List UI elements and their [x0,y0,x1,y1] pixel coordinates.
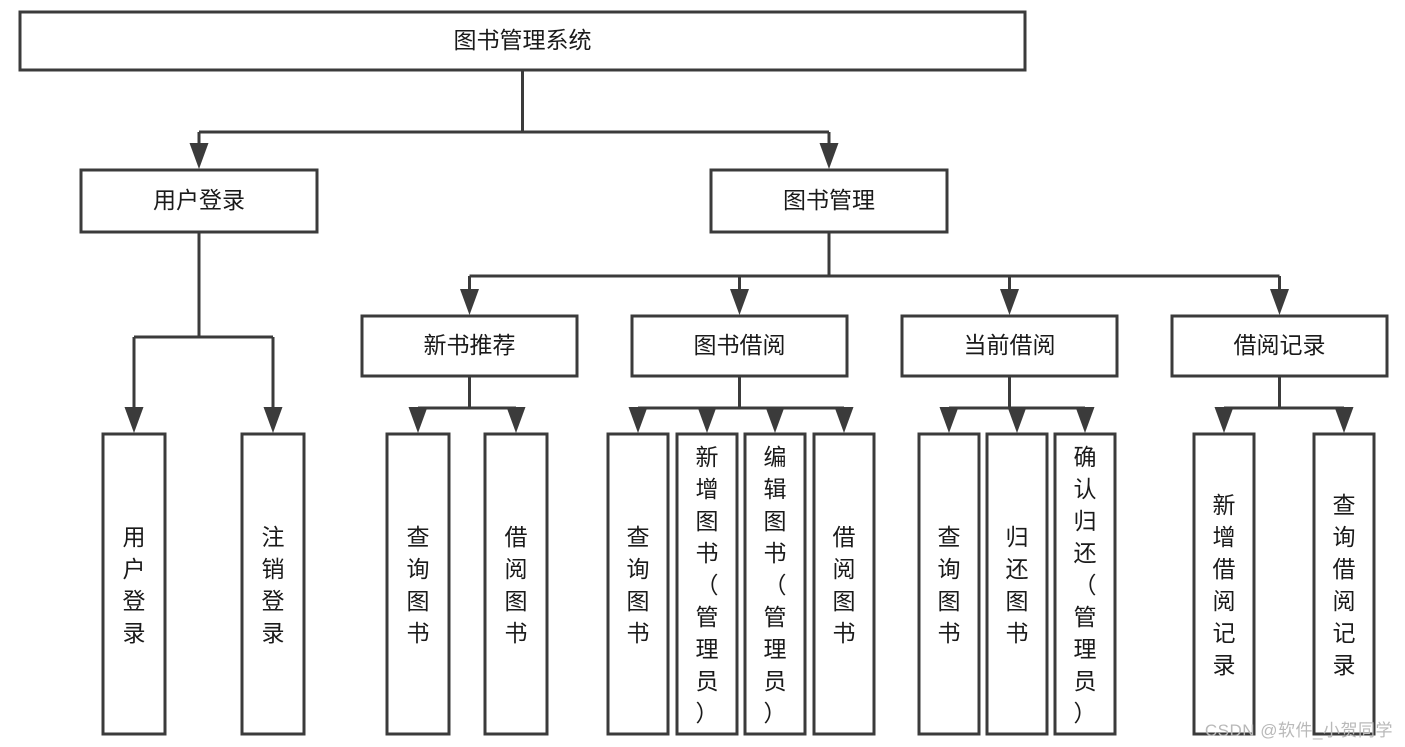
node-box [240,432,306,736]
node-box [360,314,579,378]
node-box [385,432,451,736]
arrow-head-icon [1214,407,1234,433]
node-label: 借阅记录 [1234,332,1326,358]
node-leaf-borrow-book-1[interactable]: 借阅图书 [483,432,549,736]
edge-group-borrow-record [1214,376,1354,433]
edge-group-book-borrow [628,376,854,433]
node-box [900,314,1119,378]
node-label: 注销登录 [262,524,285,646]
node-leaf-confirm-return[interactable]: 确认归还（管理员） [1053,432,1117,736]
node-box [606,432,670,736]
nodes-layer: 图书管理系统用户登录图书管理新书推荐图书借阅当前借阅借阅记录用户登录注销登录查询… [18,10,1389,736]
node-leaf-logout[interactable]: 注销登录 [240,432,306,736]
arrow-head-icon [408,407,428,433]
node-label: 新增借阅记录 [1213,492,1236,678]
arrow-head-icon [628,407,648,433]
arrow-head-icon [1075,407,1095,433]
node-label: 新增图书（管理员） [696,444,719,726]
node-box [675,432,739,736]
node-leaf-add-record[interactable]: 新增借阅记录 [1192,432,1256,736]
node-book-borrow[interactable]: 图书借阅 [630,314,849,378]
arrow-head-icon [730,289,749,315]
node-book-manage[interactable]: 图书管理 [709,168,949,234]
node-box [985,432,1049,736]
node-box [917,432,981,736]
edge-group-book-manage [460,232,1289,315]
arrow-head-icon [506,407,526,433]
node-leaf-return-book[interactable]: 归还图书 [985,432,1049,736]
arrow-head-icon [834,407,854,433]
node-leaf-add-book[interactable]: 新增图书（管理员） [675,432,739,736]
edge-group-user-login [124,232,283,433]
arrow-head-icon [939,407,959,433]
node-label: 查询借阅记录 [1333,492,1356,678]
node-label: 编辑图书（管理员） [764,444,787,726]
node-label: 图书管理 [783,187,875,213]
node-box [79,168,319,234]
edge-group-current-borrow [939,376,1095,433]
node-label: 用户登录 [153,187,245,213]
arrow-head-icon [765,407,785,433]
node-leaf-query-book-1[interactable]: 查询图书 [385,432,451,736]
node-leaf-user-login[interactable]: 用户登录 [101,432,167,736]
node-leaf-borrow-book-2[interactable]: 借阅图书 [812,432,876,736]
arrow-head-icon [1334,407,1354,433]
node-user-login[interactable]: 用户登录 [79,168,319,234]
node-box [709,168,949,234]
edges-layer [124,70,1354,433]
node-label: 用户登录 [123,524,146,646]
node-box [743,432,807,736]
node-box [1312,432,1376,736]
arrow-head-icon [189,143,209,169]
node-label: 图书管理系统 [454,27,592,53]
node-label: 确认归还（管理员） [1074,444,1097,726]
node-leaf-query-book-3[interactable]: 查询图书 [917,432,981,736]
node-box [483,432,549,736]
node-label: 查询图书 [627,524,650,646]
edge-group-root [189,70,839,169]
node-box [101,432,167,736]
node-label: 查询图书 [407,524,430,646]
node-label: 借阅图书 [833,524,856,646]
node-box [812,432,876,736]
arrow-head-icon [460,289,479,315]
node-new-book-recommend[interactable]: 新书推荐 [360,314,579,378]
node-label: 图书借阅 [694,332,786,358]
node-label: 当前借阅 [964,332,1056,358]
node-current-borrow[interactable]: 当前借阅 [900,314,1119,378]
node-leaf-query-book-2[interactable]: 查询图书 [606,432,670,736]
arrow-head-icon [263,407,283,433]
node-label: 新书推荐 [424,332,516,358]
node-box [1192,432,1256,736]
node-label: 借阅图书 [505,524,528,646]
node-box [1170,314,1389,378]
arrow-head-icon [1000,289,1019,315]
node-leaf-query-record[interactable]: 查询借阅记录 [1312,432,1376,736]
watermark-text: CSDN @软件_小贺同学 [1204,721,1393,740]
arrow-head-icon [1270,289,1289,315]
node-box [630,314,849,378]
arrow-head-icon [819,143,839,169]
node-label: 查询图书 [938,524,961,646]
arrow-head-icon [124,407,144,433]
node-box [1053,432,1117,736]
node-leaf-edit-book[interactable]: 编辑图书（管理员） [743,432,807,736]
edge-group-new-book-recommend [408,376,526,433]
node-root[interactable]: 图书管理系统 [18,10,1027,72]
node-borrow-record[interactable]: 借阅记录 [1170,314,1389,378]
arrow-head-icon [1007,407,1027,433]
arrow-head-icon [697,407,717,433]
node-box [18,10,1027,72]
node-label: 归还图书 [1006,524,1029,646]
